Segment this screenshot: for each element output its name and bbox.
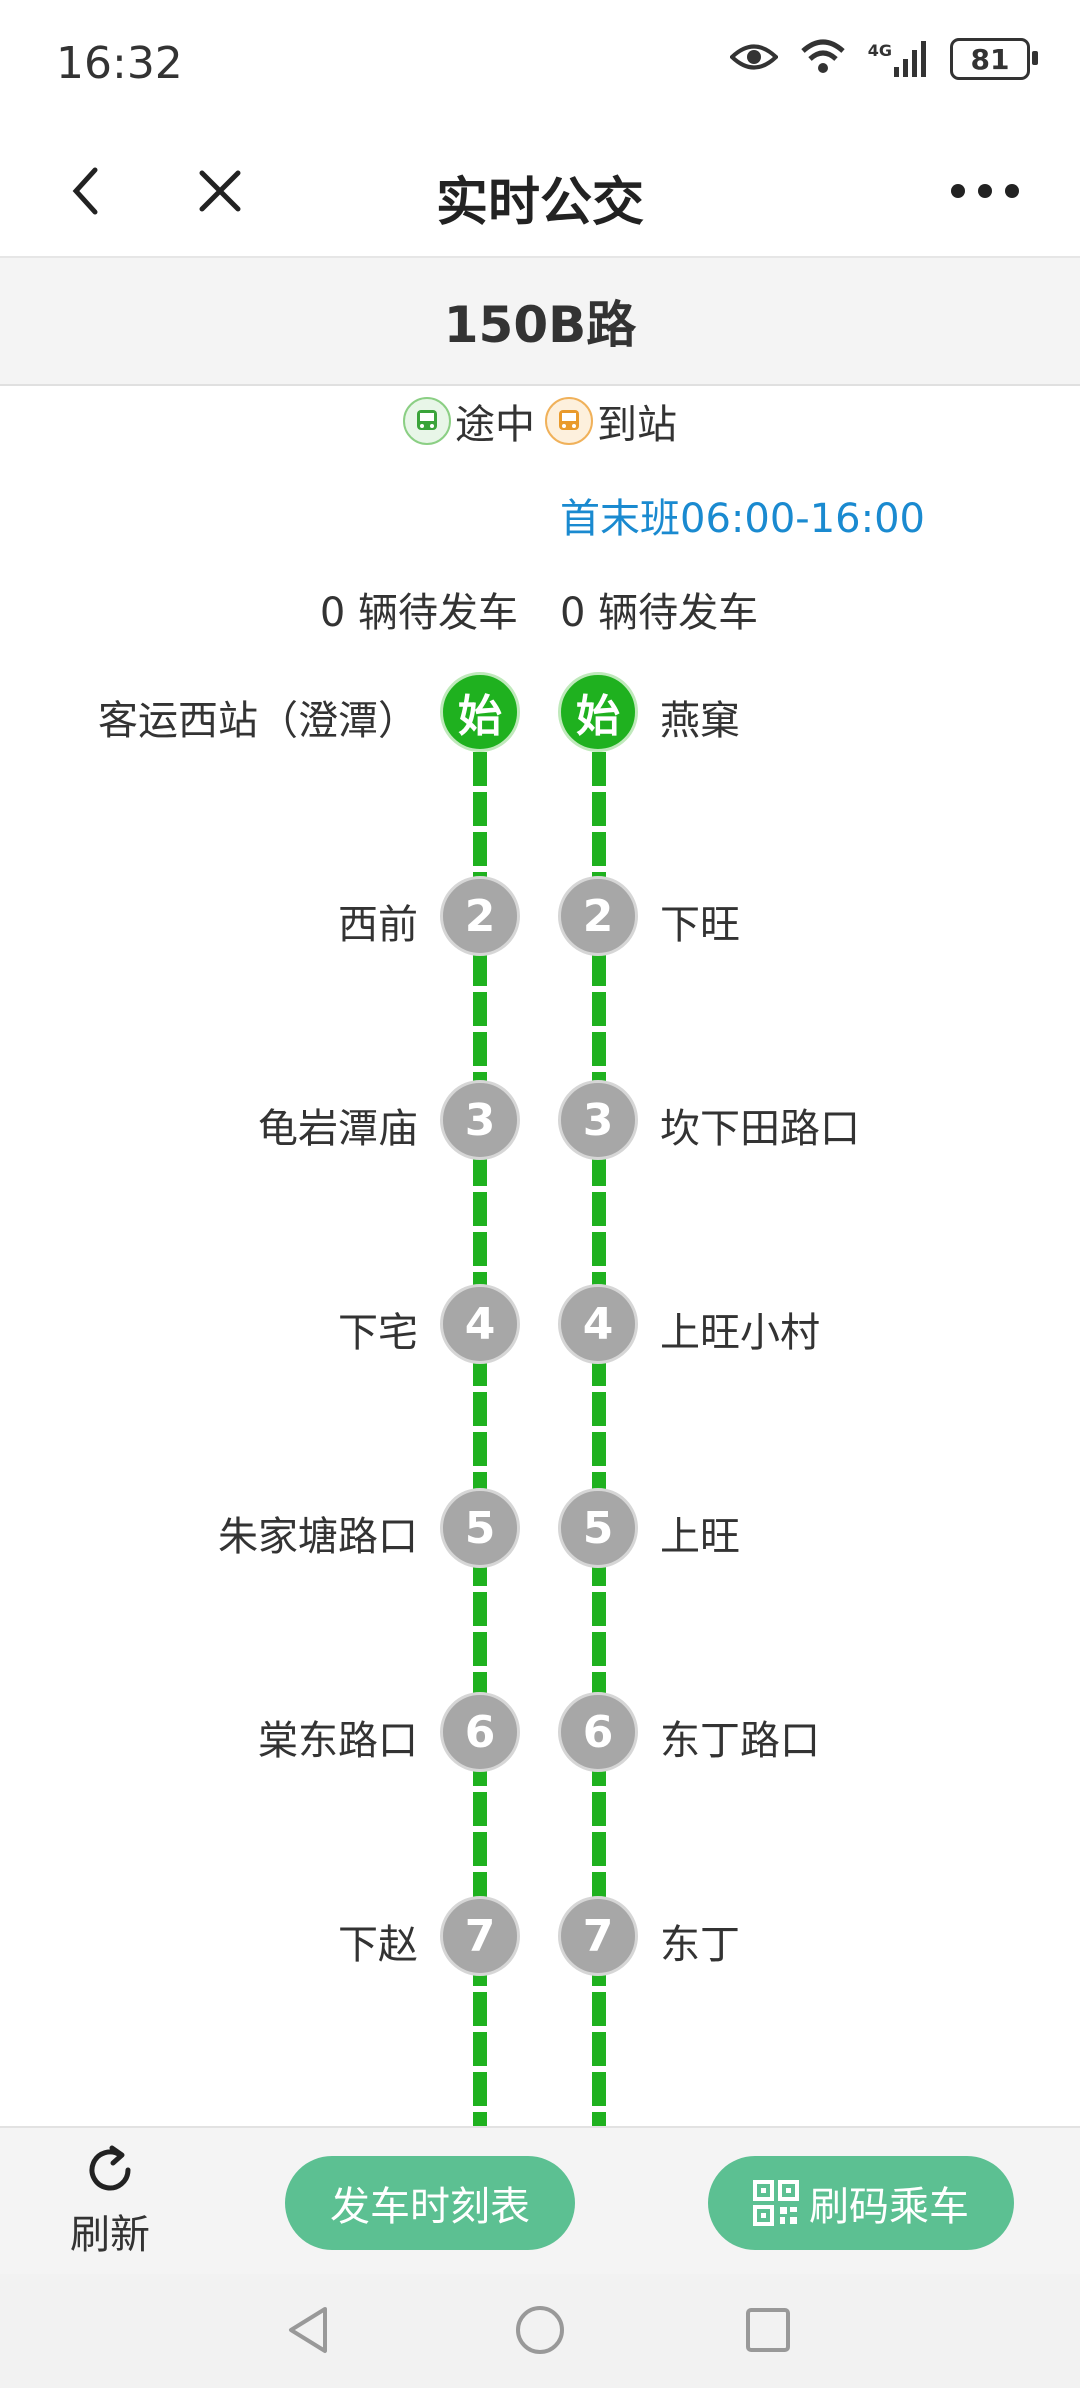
status-bar: 16:32 4G 81 xyxy=(0,0,1080,130)
stop-number-left[interactable]: 始 xyxy=(440,672,520,752)
more-button[interactable] xyxy=(940,156,1030,226)
system-home-button[interactable] xyxy=(510,2300,570,2360)
network-type: 4G xyxy=(867,41,892,60)
page-title: 实时公交 xyxy=(435,173,644,233)
bus-en-route-icon xyxy=(403,397,451,445)
stop-number-left[interactable]: 6 xyxy=(440,1692,520,1772)
scan-ride-label: 刷码乘车 xyxy=(809,2184,969,2230)
eye-icon xyxy=(728,42,779,76)
signal-icon: 4G xyxy=(868,41,928,77)
schedule-link[interactable]: 首末班06:00-16:00 xyxy=(560,496,925,542)
timetable-button[interactable]: 发车时刻表 xyxy=(285,2156,575,2250)
stop-number-right[interactable]: 7 xyxy=(558,1896,638,1976)
stop-name-right[interactable]: 上旺小村 xyxy=(660,1310,820,1356)
stop-name-left[interactable]: 下赵 xyxy=(338,1922,418,1968)
legend-arrived: 到站 xyxy=(545,392,677,450)
chevron-left-icon xyxy=(72,167,98,215)
route-line-left xyxy=(473,712,487,2132)
stop-name-left[interactable]: 龟岩潭庙 xyxy=(258,1106,418,1152)
stop-number-left[interactable]: 7 xyxy=(440,1896,520,1976)
stop-number-right[interactable]: 3 xyxy=(558,1080,638,1160)
pending-count-right: 0 辆待发车 xyxy=(560,590,759,636)
refresh-label: 刷新 xyxy=(70,2212,150,2258)
status-time: 16:32 xyxy=(56,38,183,89)
stop-number-left[interactable]: 2 xyxy=(440,876,520,956)
system-nav-bar xyxy=(0,2274,1080,2388)
status-icons: 4G 81 xyxy=(728,38,1038,80)
stop-name-right[interactable]: 坎下田路口 xyxy=(660,1106,860,1152)
system-back-button[interactable] xyxy=(278,2300,338,2360)
stop-name-left[interactable]: 朱家塘路口 xyxy=(218,1514,418,1560)
stop-name-right[interactable]: 东丁 xyxy=(660,1922,740,1968)
stop-number-left[interactable]: 4 xyxy=(440,1284,520,1364)
battery-indicator: 81 xyxy=(950,38,1038,80)
triangle-back-icon xyxy=(289,2307,327,2353)
qr-code-icon xyxy=(753,2180,799,2226)
more-dots-icon xyxy=(951,184,1019,198)
legend-en-route: 途中 xyxy=(403,392,535,450)
system-recents-button[interactable] xyxy=(738,2300,798,2360)
stop-name-right[interactable]: 燕窠 xyxy=(660,698,740,744)
stop-name-left[interactable]: 西前 xyxy=(338,902,418,948)
stop-name-right[interactable]: 东丁路口 xyxy=(660,1718,820,1764)
stop-number-right[interactable]: 5 xyxy=(558,1488,638,1568)
route-line-right xyxy=(592,712,606,2132)
stop-name-left[interactable]: 棠东路口 xyxy=(258,1718,418,1764)
scan-ride-button[interactable]: 刷码乘车 xyxy=(708,2156,1014,2250)
bus-arrived-icon xyxy=(545,397,593,445)
stop-number-right[interactable]: 4 xyxy=(558,1284,638,1364)
stop-name-left[interactable]: 客运西站（澄潭） xyxy=(98,698,418,744)
stop-number-left[interactable]: 3 xyxy=(440,1080,520,1160)
route-header: 150B路 xyxy=(0,258,1080,386)
refresh-icon xyxy=(89,2145,131,2191)
stop-name-right[interactable]: 下旺 xyxy=(660,902,740,948)
legend-en-route-label: 途中 xyxy=(455,402,535,448)
timetable-label: 发车时刻表 xyxy=(330,2184,530,2230)
square-recents-icon xyxy=(746,2308,790,2352)
stop-name-left[interactable]: 下宅 xyxy=(338,1310,418,1356)
refresh-button[interactable]: 刷新 xyxy=(60,2142,160,2262)
wifi-icon xyxy=(800,39,846,79)
legend: 途中 到站 xyxy=(0,390,1080,452)
stop-number-right[interactable]: 始 xyxy=(558,672,638,752)
stop-number-left[interactable]: 5 xyxy=(440,1488,520,1568)
legend-arrived-label: 到站 xyxy=(597,402,677,448)
bottom-toolbar: 刷新 发车时刻表 刷码乘车 xyxy=(0,2126,1080,2276)
stop-number-right[interactable]: 6 xyxy=(558,1692,638,1772)
stop-name-right[interactable]: 上旺 xyxy=(660,1514,740,1560)
battery-level: 81 xyxy=(970,42,1010,76)
stop-number-right[interactable]: 2 xyxy=(558,876,638,956)
back-button[interactable] xyxy=(50,156,120,226)
pending-count-left: 0 辆待发车 xyxy=(319,590,518,636)
circle-home-icon xyxy=(516,2306,564,2354)
close-icon xyxy=(199,170,241,212)
nav-bar: 实时公交 xyxy=(0,130,1080,258)
close-button[interactable] xyxy=(185,156,255,226)
route-name: 150B路 xyxy=(443,296,637,354)
